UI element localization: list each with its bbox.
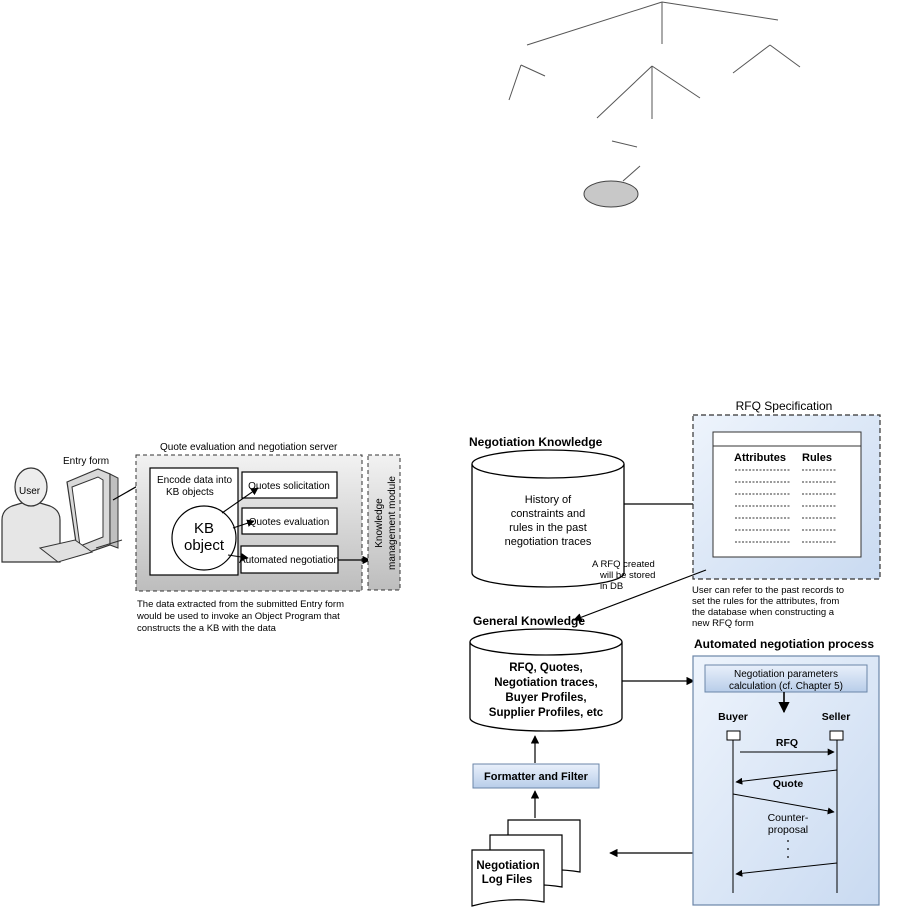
auto-process-title: Automated negotiation process bbox=[694, 637, 874, 651]
params-line2: calculation (cf. Chapter 5) bbox=[729, 681, 843, 692]
msg-rfq-label: RFQ bbox=[776, 737, 798, 749]
history-line1: History of bbox=[525, 494, 572, 506]
gk-line2: Negotiation traces, bbox=[494, 677, 598, 689]
caption-line1: The data extracted from the submitted En… bbox=[137, 599, 344, 610]
params-line1: Negotiation parameters bbox=[734, 669, 838, 680]
server-title: Quote evaluation and negotiation server bbox=[160, 442, 338, 453]
negotiation-knowledge-title: Negotiation Knowledge bbox=[469, 435, 603, 449]
auto-process-panel bbox=[692, 655, 880, 906]
quotes-solicitation-label: Quotes solicitation bbox=[248, 481, 330, 492]
log-line1: Negotiation bbox=[476, 860, 539, 872]
user-label: User bbox=[19, 486, 41, 497]
rfq-spec-title: RFQ Specification bbox=[736, 399, 833, 413]
automated-negotiation-label: Automated negotiation bbox=[239, 555, 339, 566]
msg-quote-label: Quote bbox=[773, 778, 803, 790]
msg-final-arrow bbox=[735, 862, 838, 877]
rfq-created-line3: in DB bbox=[600, 581, 623, 592]
log-line2: Log Files bbox=[482, 874, 532, 886]
tree-fragment bbox=[508, 1, 801, 182]
refer-line3: the database when constructing a bbox=[692, 607, 835, 618]
rfq-form bbox=[712, 431, 862, 558]
computer-icon bbox=[38, 468, 123, 563]
km-text-line1: Knowledge bbox=[374, 498, 385, 548]
buyer-label: Buyer bbox=[718, 711, 748, 723]
encode-text-line2: KB objects bbox=[166, 487, 214, 498]
km-text-line2: management module bbox=[387, 476, 398, 570]
kb-text-line1: KB bbox=[194, 520, 214, 537]
history-line2: constraints and bbox=[511, 508, 586, 520]
quotes-evaluation-box bbox=[241, 507, 338, 535]
arrow-rfq-to-db bbox=[573, 569, 707, 622]
gk-line4: Supplier Profiles, etc bbox=[489, 707, 604, 719]
msg-quote-arrow bbox=[735, 769, 838, 785]
msg-counter-line1: Counter- bbox=[768, 812, 809, 824]
col-rules: Rules bbox=[802, 452, 832, 464]
msg-counter-arrow bbox=[732, 793, 835, 815]
buyer-lifeline-head bbox=[726, 730, 741, 741]
caption-line3: constructs the a KB with the data bbox=[137, 623, 277, 634]
history-line4: negotiation traces bbox=[505, 536, 592, 548]
params-box bbox=[704, 664, 868, 693]
gk-line1: RFQ, Quotes, bbox=[509, 662, 582, 674]
refer-line2: set the rules for the attributes, from bbox=[692, 596, 839, 607]
general-knowledge-db bbox=[469, 628, 623, 732]
general-knowledge-title: General Knowledge bbox=[473, 614, 585, 628]
seller-label: Seller bbox=[822, 711, 851, 723]
quotes-evaluation-label: Quotes evaluation bbox=[249, 517, 330, 528]
refer-line4: new RFQ form bbox=[692, 618, 754, 629]
col-attributes: Attributes bbox=[734, 452, 786, 464]
history-line3: rules in the past bbox=[509, 522, 587, 534]
gk-line3: Buyer Profiles, bbox=[505, 692, 586, 704]
km-module-box bbox=[367, 454, 401, 591]
caption-line2: would be used to invoke an Object Progra… bbox=[136, 611, 340, 622]
continuation-dots bbox=[787, 840, 789, 858]
formatter-box bbox=[472, 763, 600, 789]
seller-lifeline-head bbox=[829, 730, 844, 741]
right-diagram: Negotiation Knowledge History of constra… bbox=[469, 399, 881, 907]
rfq-form-rows bbox=[735, 469, 836, 543]
entry-form-label: Entry form bbox=[63, 456, 109, 467]
kb-object-circle bbox=[171, 505, 237, 571]
rfq-created-line2: will be stored bbox=[599, 570, 655, 581]
msg-counter-line2: proposal bbox=[768, 824, 808, 836]
log-files-stack bbox=[471, 819, 581, 907]
tree-node-ellipse bbox=[583, 180, 639, 208]
negotiation-knowledge-db bbox=[471, 449, 625, 588]
quotes-solicitation-box bbox=[241, 471, 338, 499]
refer-line1: User can refer to the past records to bbox=[692, 585, 844, 596]
encode-text-line1: Encode data into bbox=[157, 475, 232, 486]
left-diagram: User Entry form Quote evaluation and neg… bbox=[1, 442, 401, 634]
rfq-created-line1: A RFQ created bbox=[592, 559, 655, 570]
kb-text-line2: object bbox=[184, 537, 225, 554]
formatter-label: Formatter and Filter bbox=[484, 771, 589, 783]
